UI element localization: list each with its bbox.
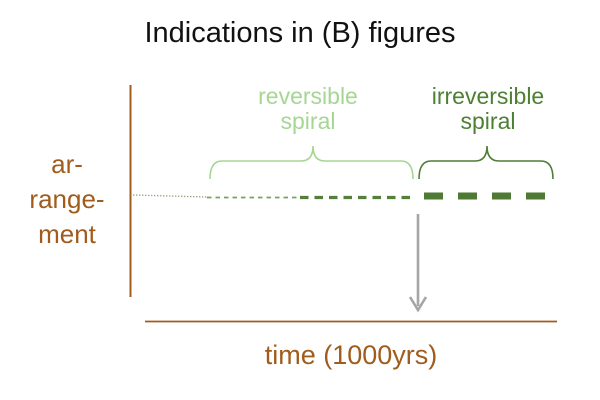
transition-down-arrow-icon	[408, 214, 428, 313]
label-irreversible-spiral: irreversible spiral	[431, 83, 545, 134]
overbrace-reversible	[209, 145, 414, 180]
y-axis-label-line1: ar-	[51, 149, 83, 179]
x-axis-label: time (1000yrs)	[264, 340, 438, 370]
y-axis-label: ar- range- ment	[8, 147, 126, 252]
y-axis-label-line3: ment	[38, 219, 96, 249]
label-reversible-spiral: reversible spiral	[258, 83, 358, 134]
phase-line-dotted	[132, 194, 208, 198]
page-title: Indications in (B) figures	[144, 17, 456, 49]
overbrace-irreversible	[418, 145, 554, 180]
y-axis-label-line2: range-	[29, 184, 105, 214]
